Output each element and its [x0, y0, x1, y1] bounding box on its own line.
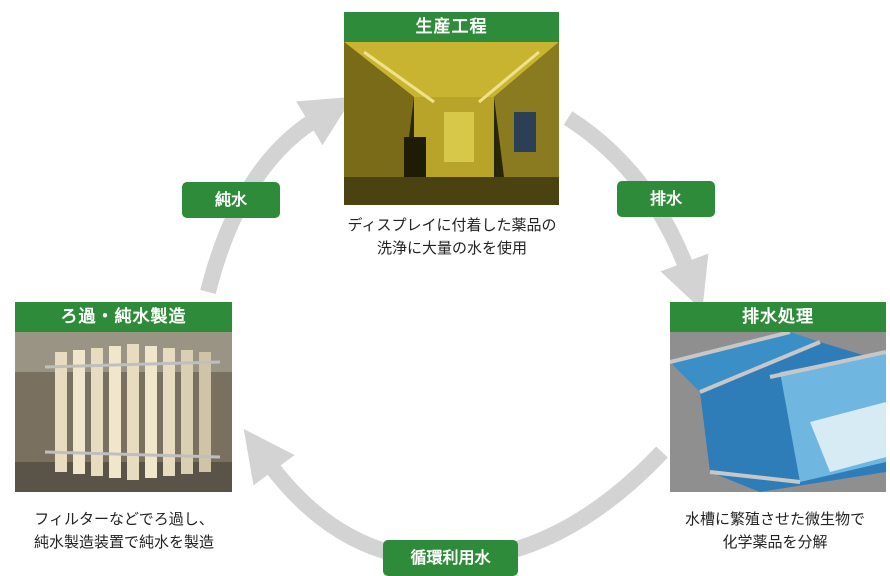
filtration-description: フィルターなどでろ過し、 純水製造装置で純水を製造 [0, 508, 248, 554]
pure-water-arrow-label: 純水 [182, 182, 280, 218]
filtration-photo [15, 332, 232, 492]
wastewater-treatment-description: 水槽に繁殖させた微生物で 化学薬品を分解 [660, 508, 890, 554]
recycled-water-arrow-label: 循環利用水 [383, 540, 518, 576]
filtration-description-line-2: 純水製造装置で純水を製造 [33, 533, 214, 551]
production-description: ディスプレイに付着した薬品の 洗浄に大量の水を使用 [318, 214, 586, 260]
production-description-line-1: ディスプレイに付着した薬品の [347, 216, 557, 234]
wastewater-treatment-photo [670, 332, 886, 492]
wastewater-treatment-title: 排水処理 [670, 302, 886, 332]
filtration-description-line-1: フィルターなどでろ過し、 [34, 510, 214, 528]
production-description-line-2: 洗浄に大量の水を使用 [376, 239, 527, 257]
production-title: 生産工程 [344, 12, 559, 42]
filtration-title: ろ過・純水製造 [15, 302, 232, 332]
wastewater-treatment-description-line-2: 化学薬品を分解 [722, 533, 828, 551]
wastewater-treatment-description-line-1: 水槽に繁殖させた微生物で [684, 510, 865, 528]
production-photo [344, 42, 559, 205]
wastewater-arrow-label: 排水 [617, 181, 715, 217]
